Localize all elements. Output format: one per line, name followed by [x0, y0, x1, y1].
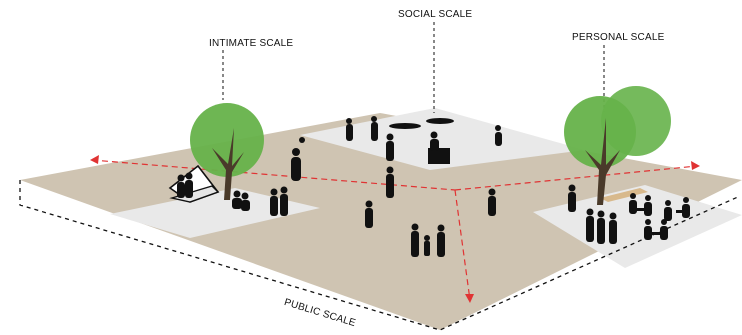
person-figure	[365, 200, 373, 228]
axis-lines	[91, 159, 698, 301]
person-figure	[437, 224, 445, 257]
label-social-scale: SOCIAL SCALE	[398, 9, 473, 20]
tree-intimate	[190, 103, 264, 200]
person-figure	[270, 188, 278, 216]
person-figure	[660, 219, 668, 240]
personal-zone	[533, 185, 742, 268]
cafe-table	[676, 210, 688, 213]
person-figure	[386, 133, 394, 161]
person-figure	[586, 208, 594, 242]
person-figure	[291, 148, 301, 181]
person-figure	[609, 212, 617, 244]
person-figure	[430, 131, 439, 151]
ball	[299, 137, 305, 143]
dj-table	[428, 148, 450, 164]
public-scale-outline	[19, 180, 741, 331]
cafe-table	[652, 232, 664, 235]
person-figure	[597, 210, 605, 244]
social-zone	[300, 108, 585, 170]
person-figure	[280, 186, 288, 216]
cafe-table	[636, 208, 648, 211]
label-personal-scale: PERSONAL SCALE	[572, 32, 665, 43]
person-figure	[411, 223, 419, 257]
person-figure	[682, 197, 690, 218]
tree-personal-front	[564, 96, 636, 205]
person-figure	[488, 188, 496, 216]
person-figure	[495, 125, 502, 146]
axis-arrowheads	[90, 155, 700, 303]
person-figure	[644, 219, 652, 240]
person-figure	[177, 174, 185, 198]
person-figure	[644, 195, 652, 216]
person-figure	[568, 184, 576, 212]
person-figure	[664, 200, 672, 221]
person-figure	[386, 166, 394, 198]
label-intimate-scale: INTIMATE SCALE	[209, 38, 294, 49]
people	[177, 116, 690, 257]
person-figure	[371, 116, 378, 141]
person-figure	[241, 192, 250, 211]
person-lying	[389, 123, 421, 129]
person-figure	[424, 235, 430, 256]
person-lying	[426, 118, 454, 124]
person-figure	[346, 118, 353, 141]
person-figure	[185, 172, 193, 198]
bench	[600, 188, 648, 202]
label-leaders	[222, 22, 605, 113]
intimate-zone	[110, 188, 320, 238]
person-figure	[629, 193, 637, 214]
plaza-ground	[20, 113, 742, 330]
person-figure	[232, 190, 242, 209]
